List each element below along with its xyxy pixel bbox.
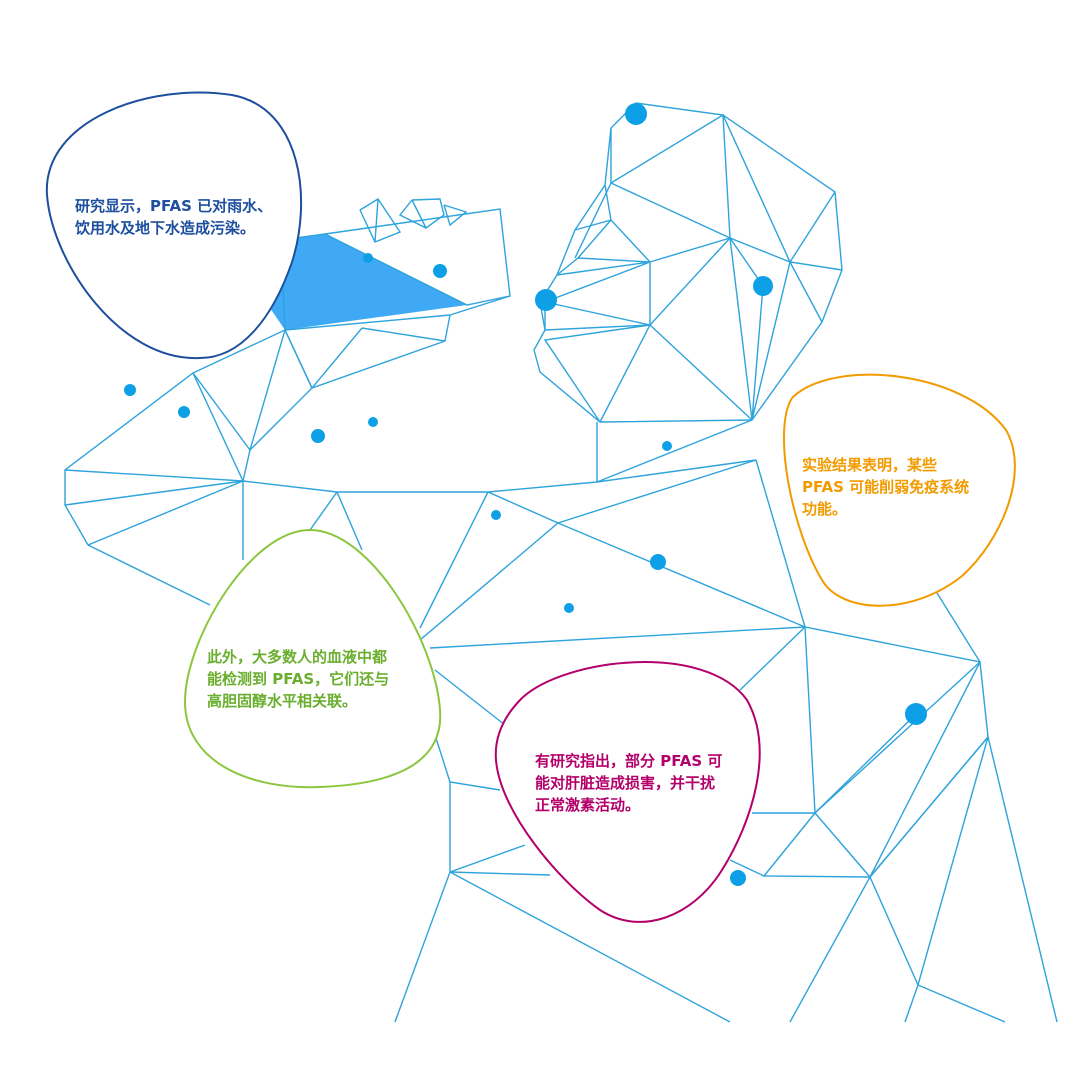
mesh-dot <box>178 406 190 418</box>
mesh-line <box>419 491 489 629</box>
bubble-immune <box>782 373 1016 607</box>
mesh-line <box>543 324 651 423</box>
text-line: 功能。 <box>802 500 848 518</box>
mesh-dot <box>368 417 378 427</box>
mesh-line <box>311 327 363 389</box>
text-line: 正常激素活动。 <box>535 796 641 814</box>
mesh-line <box>449 871 551 876</box>
mesh-line <box>374 198 379 243</box>
mesh-line <box>789 876 871 1023</box>
mesh-dot <box>625 103 647 125</box>
mesh-line <box>359 198 402 243</box>
mesh-line <box>361 327 446 342</box>
mesh-line <box>434 669 506 726</box>
mesh-line <box>869 661 981 878</box>
mesh-dot <box>753 276 773 296</box>
mesh-line <box>284 314 451 331</box>
highlighted-facet <box>268 234 467 330</box>
mesh-line <box>931 584 981 663</box>
bubble-immune-text: 实验结果表明，某些 PFAS 可能削弱免疫系统 功能。 <box>802 454 969 520</box>
mesh-line <box>411 199 427 229</box>
text-line: 能对肝脏造成损害，并干扰 <box>535 774 716 792</box>
mesh-dot <box>535 289 557 311</box>
mesh-line <box>574 182 612 259</box>
mesh-line <box>309 491 338 531</box>
mesh-line <box>904 984 919 1023</box>
mesh-dot <box>905 703 927 725</box>
mesh-line <box>336 491 363 551</box>
text-line: 有研究指出，部分 PFAS 可 <box>535 752 723 770</box>
text-line: 研究显示，PFAS 已对雨水、 <box>75 197 273 215</box>
bubble-water <box>45 91 303 360</box>
mesh-line <box>556 184 612 276</box>
mesh-line <box>249 329 313 451</box>
mesh-line <box>610 113 843 271</box>
mesh-dot <box>311 429 325 443</box>
text-line: 能检测到 PFAS，它们还与 <box>207 670 390 688</box>
text-line: 饮用水及地下水造成污染。 <box>75 219 256 237</box>
mesh-dot <box>491 510 501 520</box>
bubble-blood <box>183 528 442 789</box>
bubble-water-text: 研究显示，PFAS 已对雨水、 饮用水及地下水造成污染。 <box>75 195 272 239</box>
mesh-line <box>394 871 451 1023</box>
text-line: 实验结果表明，某些 <box>802 456 938 474</box>
mesh-line <box>649 324 753 421</box>
mesh-line <box>533 102 843 423</box>
mesh-line <box>419 459 757 641</box>
mesh-dot <box>662 441 672 451</box>
mesh-line <box>443 204 468 227</box>
mesh-line <box>596 419 753 483</box>
mesh-line <box>449 871 731 1023</box>
text-line: 高胆固醇水平相关联。 <box>207 692 358 710</box>
bubble-blood-text: 此外，大多数人的血液中都 能检测到 PFAS，它们还与 高胆固醇水平相关联。 <box>207 646 389 712</box>
mesh-dot <box>730 870 746 886</box>
mesh-dot <box>650 554 666 570</box>
mesh-line <box>729 859 765 877</box>
mesh-dot <box>433 264 447 278</box>
text-line: PFAS 可能削弱免疫系统 <box>802 478 970 496</box>
mesh-line <box>739 626 806 691</box>
mesh-line <box>917 736 989 986</box>
mesh-line <box>814 713 917 814</box>
mesh-dot <box>564 603 574 613</box>
mesh-line <box>755 459 806 628</box>
bubble-liver-text: 有研究指出，部分 PFAS 可 能对肝脏造成损害，并干扰 正常激素活动。 <box>535 750 722 816</box>
mesh-dot <box>124 384 136 396</box>
text-line: 此外，大多数人的血液中都 <box>207 648 388 666</box>
mesh-line <box>398 198 445 229</box>
bubble-liver <box>494 661 761 923</box>
mesh-line <box>987 736 1058 1023</box>
mesh-dot <box>363 253 373 263</box>
